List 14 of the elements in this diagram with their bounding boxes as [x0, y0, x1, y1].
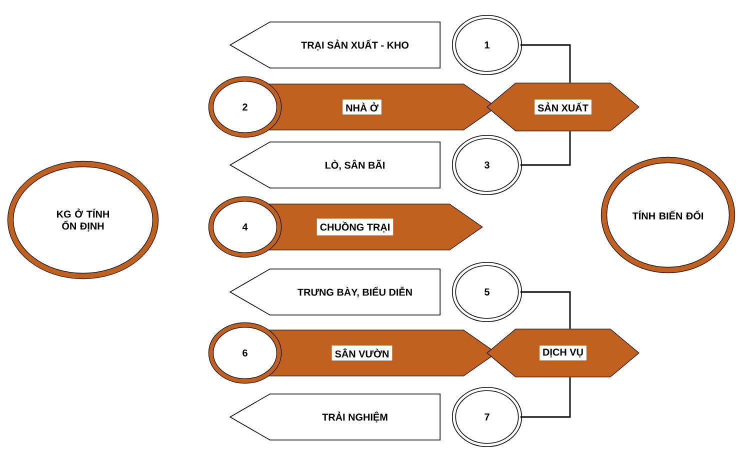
arrow-band: LÒ, SÂN BÃI: [229, 142, 440, 188]
arrow-band: SÂN VƯỜN: [260, 330, 497, 376]
arrow-band: TRẢI NGHIỆM: [229, 394, 440, 440]
arrow-band: TRẠI SẢN XUẤT - KHO: [229, 22, 440, 68]
arrow-band: TRƯNG BÀY, BIỂU DIỄN: [229, 268, 440, 316]
connector-line: [520, 291, 571, 329]
connector-line: [520, 377, 571, 418]
hexagon-band: SẢN XUẤT: [486, 82, 640, 132]
arrow-band: CHUỒNG TRẠI: [260, 204, 483, 250]
connector-line: [520, 131, 571, 166]
hexagon-band: DỊCH VỤ: [486, 328, 640, 378]
connector-line: [520, 44, 571, 83]
arrow-band: NHÀ Ở: [260, 84, 497, 130]
node-label: 6: [242, 349, 248, 357]
